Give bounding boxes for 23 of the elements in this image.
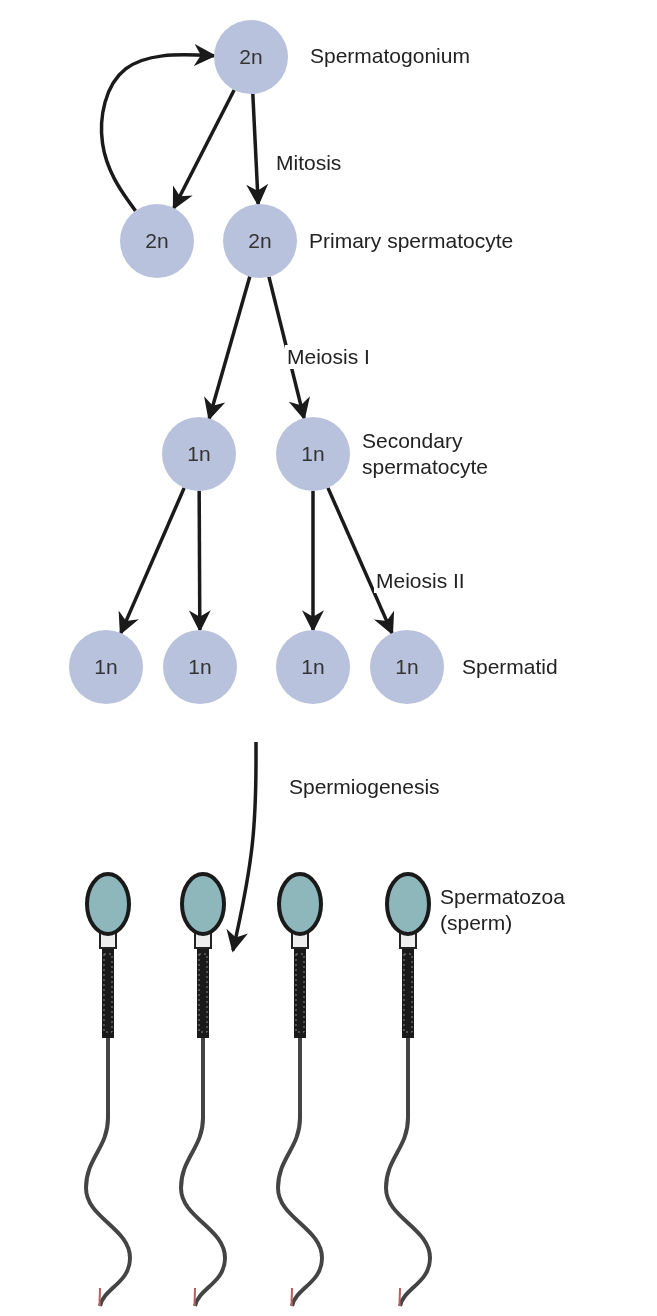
ploidy-label: 1n (94, 655, 118, 679)
ploidy-label: 1n (187, 442, 211, 466)
stage-label: Spermatozoa (sperm) (440, 884, 566, 937)
arrow (267, 276, 310, 421)
arrow (172, 89, 236, 210)
arrow (302, 491, 324, 633)
ploidy-label: 1n (301, 655, 325, 679)
ploidy-label: 1n (301, 442, 325, 466)
ploidy-label: 1n (395, 655, 419, 679)
stage-label: Secondary spermatocyte (362, 428, 490, 481)
ploidy-label: 2n (239, 45, 263, 69)
ploidy-label: 2n (145, 229, 169, 253)
ploidy-label: 1n (188, 655, 212, 679)
arrow (246, 93, 269, 207)
arrow (326, 487, 395, 636)
stage-label: Primary spermatocyte (309, 228, 515, 254)
stage-label: Spermatogonium (310, 43, 471, 69)
arrow (204, 276, 252, 421)
stage-label: Spermatid (462, 654, 559, 680)
arrow (118, 487, 186, 636)
arrow (188, 491, 211, 633)
arrow (226, 742, 258, 953)
ploidy-label: 2n (248, 229, 272, 253)
